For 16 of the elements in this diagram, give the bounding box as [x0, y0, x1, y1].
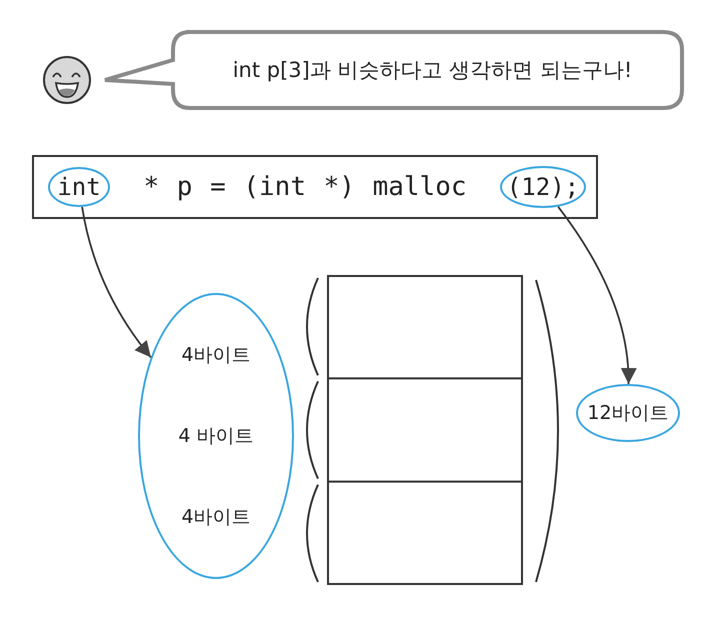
circled-text [48, 167, 110, 207]
size-label: 12바이트 [587, 401, 669, 426]
code-text: (12); [506, 173, 580, 201]
arrow [557, 206, 636, 384]
code-text: * p = (int *) malloc [143, 172, 467, 202]
arrow [81, 206, 152, 358]
size-label: 4바이트 [181, 504, 251, 530]
circled-text [576, 384, 680, 442]
size-label: 4바이트 [181, 343, 251, 368]
size-label: 4 바이트 [178, 424, 254, 449]
circled-text [500, 166, 586, 208]
code-box [32, 155, 598, 219]
code-text: int [57, 173, 101, 201]
speech-text: int p[3]과 비슷하다고 생각하면 되는구나! [232, 57, 632, 84]
size-ellipse [138, 293, 294, 579]
memory-block [327, 275, 523, 585]
